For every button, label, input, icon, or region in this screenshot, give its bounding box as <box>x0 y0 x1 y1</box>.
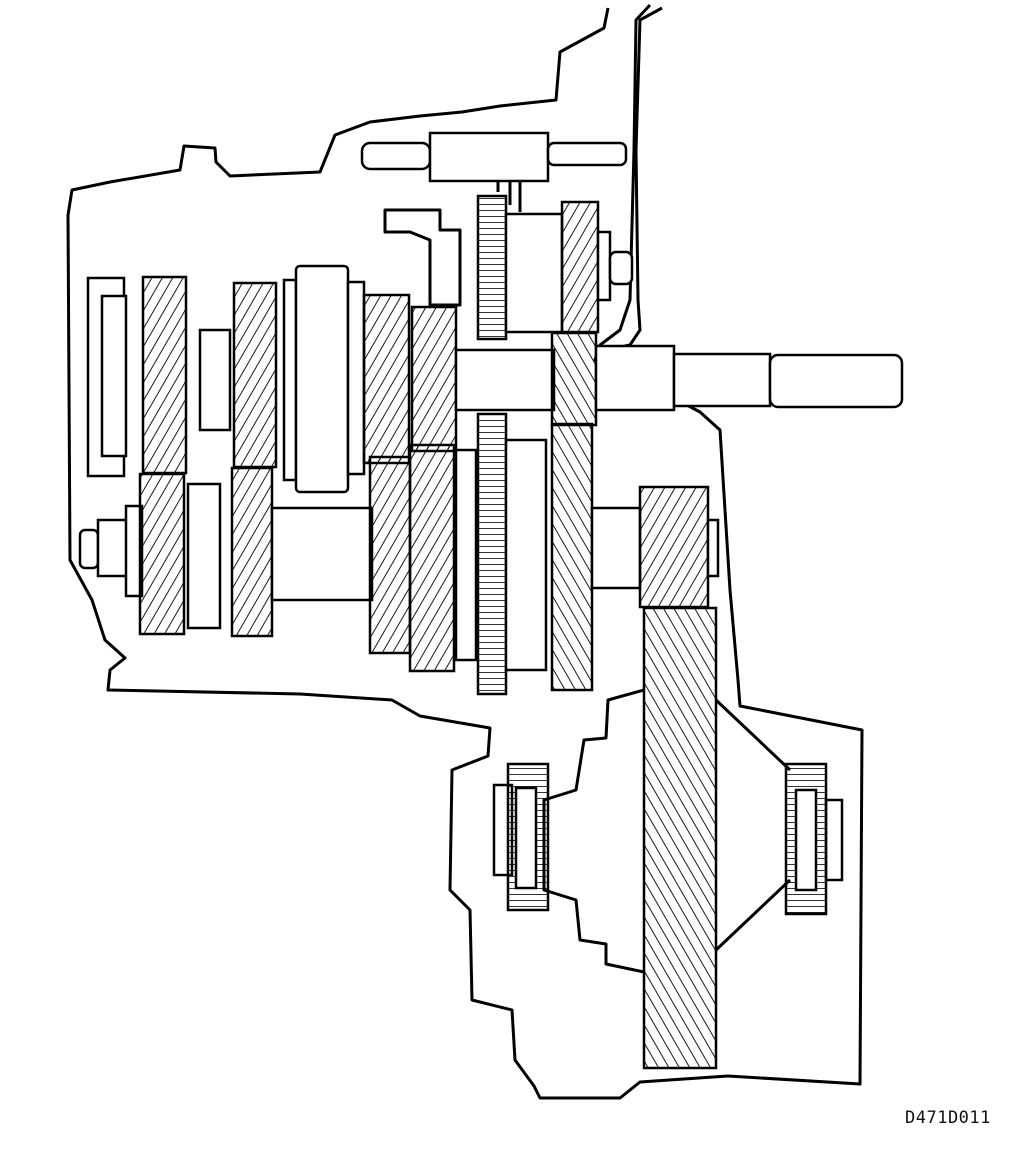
final-drive-ring-gear <box>642 606 718 1070</box>
left-taper-bearing <box>506 762 550 912</box>
output-shaft <box>78 412 720 696</box>
reverse-idler-shaft <box>383 194 634 341</box>
shift-rail <box>360 131 628 212</box>
figure-code: D471D011 <box>905 1108 991 1128</box>
right-taper-bearing <box>784 762 828 916</box>
